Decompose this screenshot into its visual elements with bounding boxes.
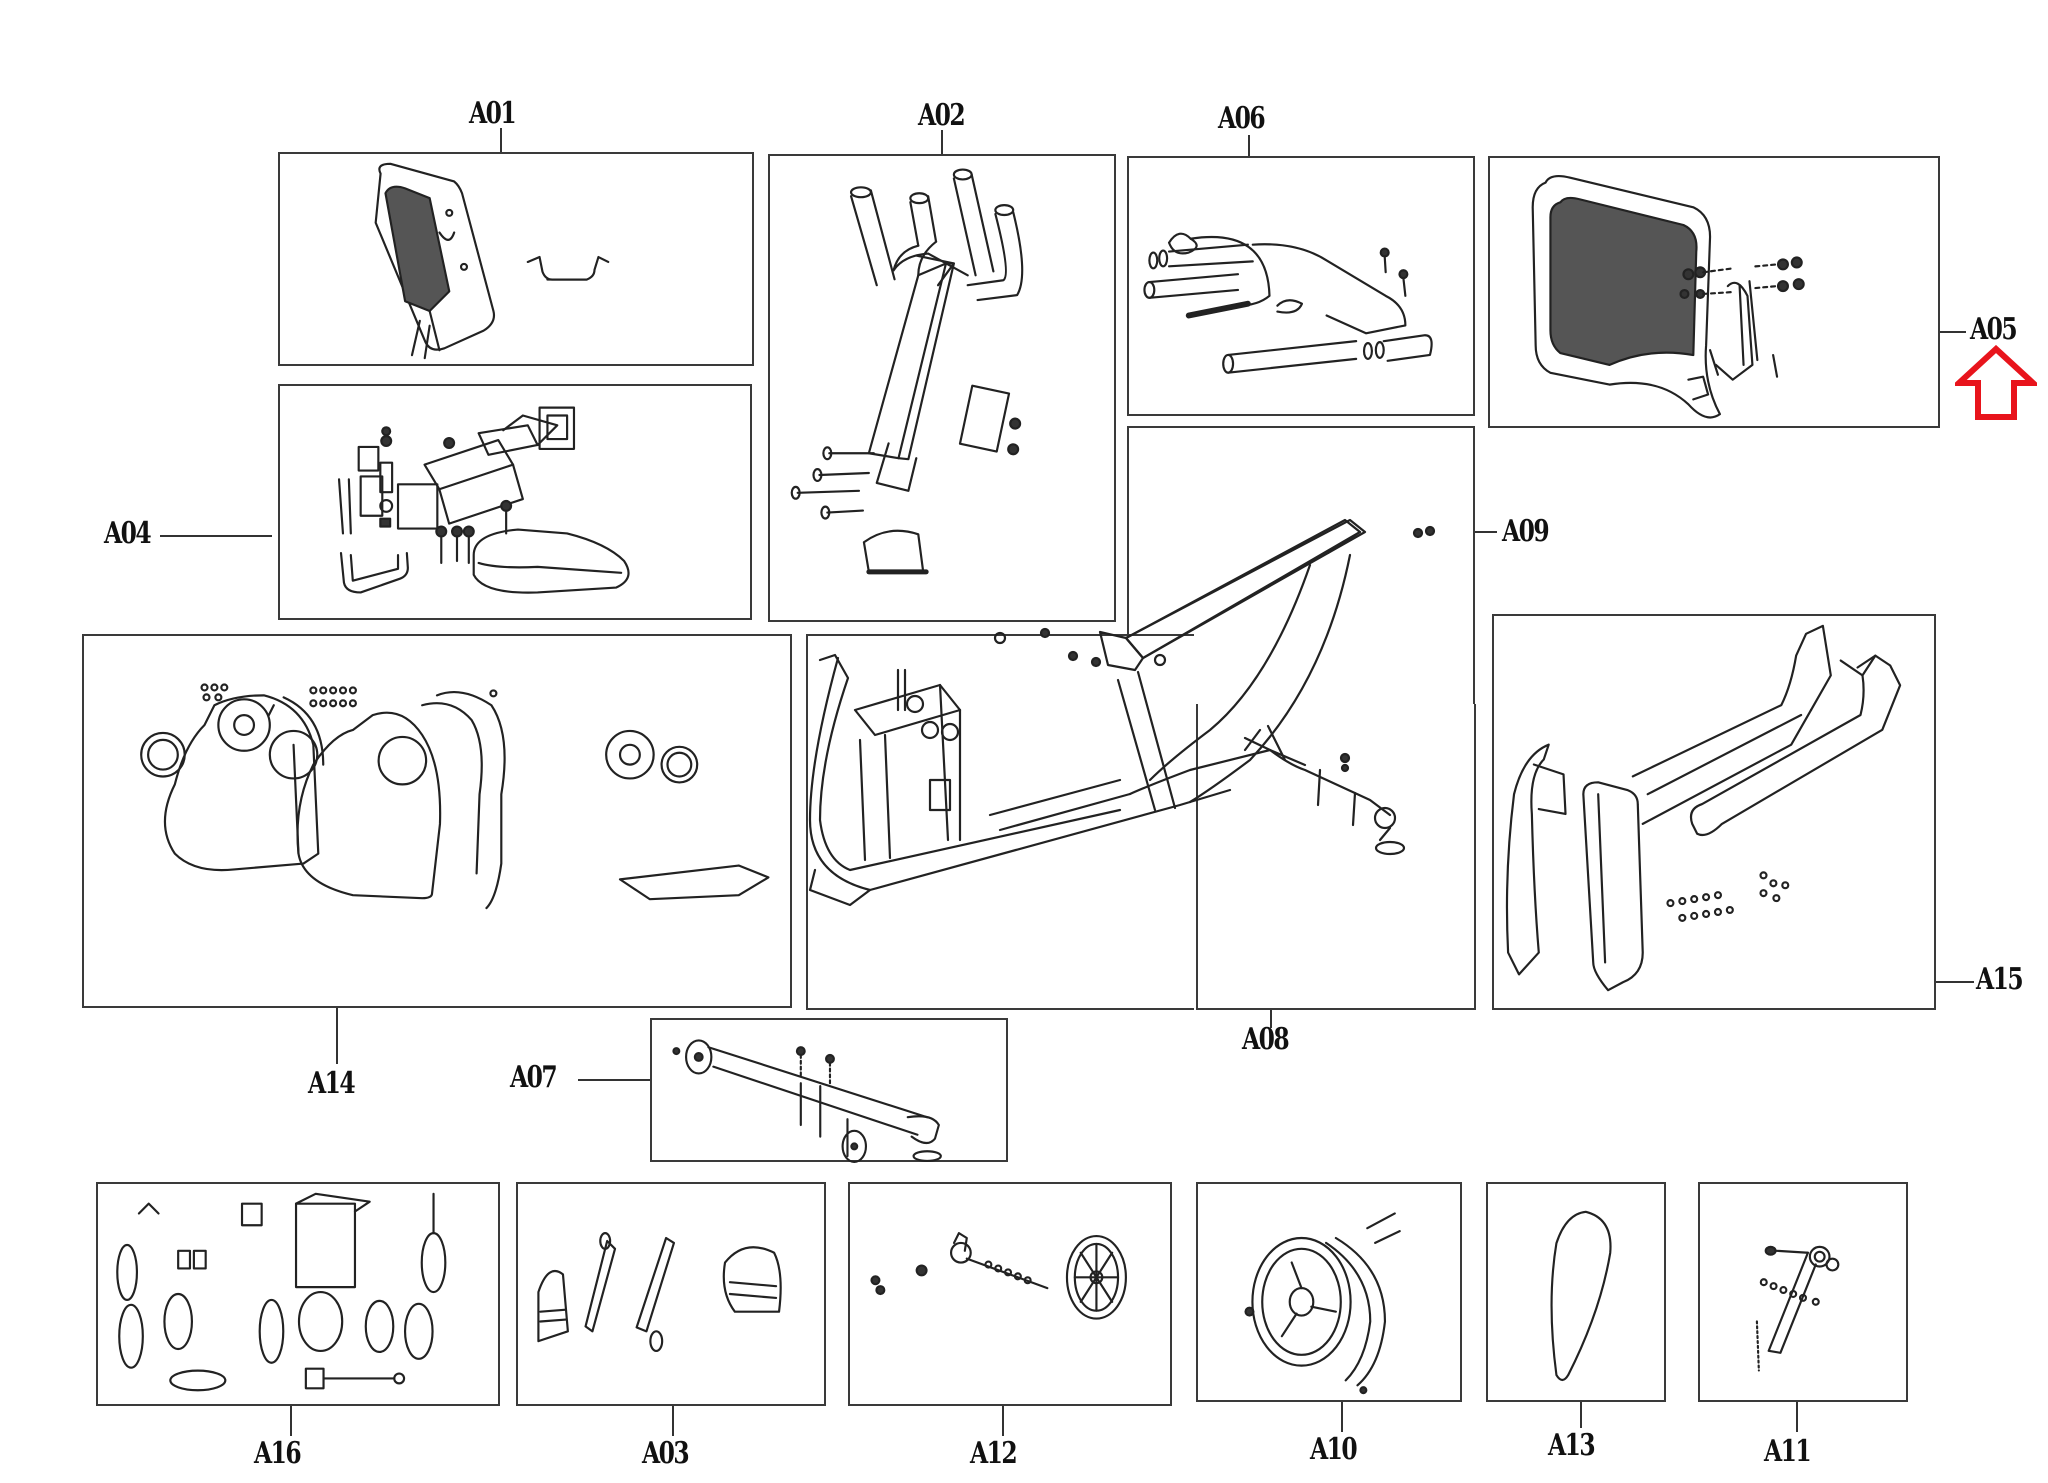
label-a04[interactable]: A04 — [104, 516, 152, 551]
handlebar-post-illustration — [790, 168, 1024, 575]
label-a08[interactable]: A08 — [1242, 1022, 1290, 1057]
leader-a09 — [1475, 531, 1497, 533]
part-panel-a11 — [1698, 1182, 1908, 1402]
rail-covers-illustration — [1505, 624, 1902, 992]
label-a05[interactable]: A05 — [1970, 312, 2018, 347]
leader-a03 — [672, 1406, 674, 1436]
leader-a07 — [578, 1079, 650, 1081]
part-panel-a01 — [278, 152, 754, 366]
label-a13[interactable]: A13 — [1548, 1428, 1596, 1463]
leader-a13 — [1580, 1402, 1582, 1428]
leader-a04 — [160, 535, 272, 537]
label-a16[interactable]: A16 — [254, 1436, 302, 1471]
leader-a02 — [941, 130, 943, 154]
main-frame-illustration — [808, 518, 1436, 907]
drive-belt-illustration — [1550, 1210, 1612, 1382]
leader-a12 — [1002, 1406, 1004, 1436]
flywheel-illustration — [1244, 1212, 1401, 1395]
part-panel-a02 — [768, 154, 1116, 622]
label-a11[interactable]: A11 — [1764, 1434, 1812, 1469]
front-stabilizer-illustration — [672, 1039, 942, 1164]
part-panel-a07 — [650, 1018, 1008, 1164]
electronics-illustration — [116, 1192, 447, 1392]
part-panel-a05 — [1488, 156, 1940, 428]
leader-a10 — [1341, 1402, 1343, 1432]
main-frame-panel — [806, 634, 1194, 1010]
leader-a16 — [290, 1406, 292, 1436]
part-panel-a15 — [1492, 614, 1936, 1010]
side-covers-illustration — [140, 683, 770, 910]
leader-a11 — [1796, 1402, 1798, 1432]
side-handlebar-illustration — [1143, 232, 1433, 374]
leader-a08 — [1270, 1010, 1272, 1028]
pedals-illustration — [537, 1232, 782, 1353]
part-panel-a14 — [82, 634, 792, 1008]
up-arrow-icon — [1955, 345, 2037, 420]
leader-a05 — [1940, 331, 1966, 333]
part-panel-a08 — [1196, 704, 1476, 1010]
label-a06[interactable]: A06 — [1218, 101, 1266, 136]
console-illustration — [374, 162, 610, 360]
leader-a15 — [1936, 981, 1974, 983]
label-a03[interactable]: A03 — [642, 1436, 690, 1471]
backrest-illustration — [1531, 175, 1805, 419]
label-a15[interactable]: A15 — [1976, 962, 2024, 997]
label-a01[interactable]: A01 — [469, 96, 517, 131]
part-panel-a16 — [96, 1182, 500, 1406]
part-panel-a12 — [848, 1182, 1172, 1406]
seat-slider-illustration — [337, 406, 630, 594]
label-a10[interactable]: A10 — [1310, 1432, 1358, 1467]
part-panel-a03 — [516, 1182, 826, 1406]
part-panel-a06 — [1127, 156, 1475, 416]
part-panel-a10 — [1196, 1182, 1462, 1402]
part-panel-a04 — [278, 384, 752, 620]
leader-a14 — [336, 1008, 338, 1064]
crank-axle-illustration — [870, 1232, 1127, 1320]
label-a12[interactable]: A12 — [970, 1436, 1018, 1471]
idler-bracket-illustration — [1755, 1245, 1840, 1372]
label-a09[interactable]: A09 — [1502, 514, 1550, 549]
leader-a01 — [500, 128, 502, 152]
label-a14[interactable]: A14 — [308, 1066, 356, 1101]
leader-a06 — [1248, 135, 1250, 156]
part-panel-a13 — [1486, 1182, 1666, 1402]
label-a02[interactable]: A02 — [918, 98, 966, 133]
label-a07[interactable]: A07 — [510, 1060, 558, 1095]
